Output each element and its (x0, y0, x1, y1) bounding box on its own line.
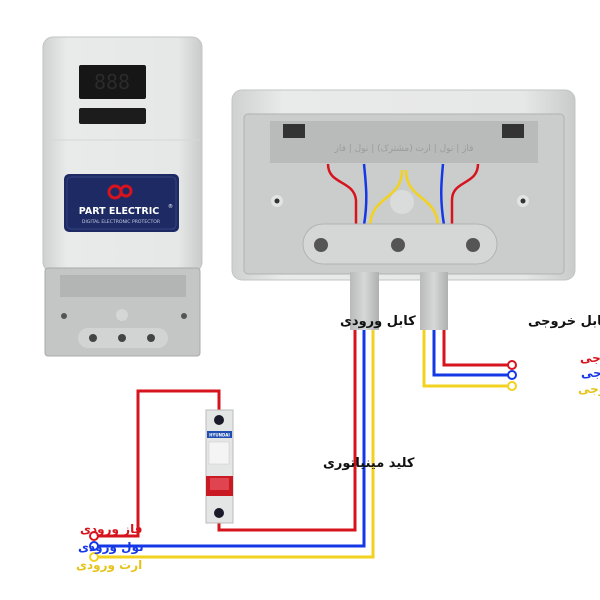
registered-mark: ® (168, 203, 173, 210)
device-terminal-cover (44, 267, 201, 357)
output-phase-wire (442, 330, 508, 367)
input-cable-label: کابل ورودی (340, 314, 416, 329)
input-earth-label: ارت ورودی (76, 558, 142, 573)
input-neutral-terminal (89, 541, 99, 551)
protector-terminal-box: فاز | نول | ارت (مشترک) | نول | فاز (231, 89, 576, 281)
output-earth-label: ارت خروجی (578, 382, 600, 397)
breaker-brand: HYUNDAI (209, 433, 230, 438)
display-digits: 888 (94, 70, 130, 94)
input-earth-terminal (89, 552, 99, 562)
brand-tagline: DIGITAL ELECTRONIC PROTECTOR (82, 219, 161, 225)
pe-logo-icon (107, 184, 133, 200)
input-neutral-label: نول ورودی (78, 540, 144, 555)
miniature-circuit-breaker: HYUNDAI (205, 409, 234, 524)
output-earth-terminal (507, 381, 517, 391)
digital-display (79, 65, 146, 99)
protector-device-front: 888 PART ELECTRIC ® DIGITAL ELECTRONIC P… (42, 36, 203, 357)
input-neutral-wire (98, 330, 366, 548)
input-phase-wire-to-breaker (217, 330, 357, 532)
output-phase-label: فاز خروجی (580, 351, 600, 366)
input-earth-wire (98, 330, 375, 559)
input-phase-label: فاز ورودی (80, 522, 142, 537)
output-phase-terminal (507, 360, 517, 370)
output-cable-label: کابل خروجی (528, 314, 600, 329)
input-cable-sheath (350, 272, 379, 330)
terminal-screws (314, 238, 480, 252)
terminal-strip-label: فاز | نول | ارت (مشترک) | نول | فاز (334, 143, 474, 154)
output-neutral-wire (432, 330, 508, 377)
breaker-label: کلید مینیاتوری (323, 456, 415, 471)
led-bar (79, 108, 146, 124)
input-phase-wire (98, 389, 221, 538)
output-earth-wire (422, 330, 508, 388)
brand-name: PART ELECTRIC (79, 206, 159, 217)
output-neutral-terminal (507, 370, 517, 380)
input-phase-terminal (89, 531, 99, 541)
output-cable-sheath (420, 272, 448, 330)
output-neutral-label: نول خروجی (581, 366, 600, 381)
brand-label: PART ELECTRIC ® DIGITAL ELECTRONIC PROTE… (64, 174, 179, 232)
internal-wires (326, 163, 480, 226)
